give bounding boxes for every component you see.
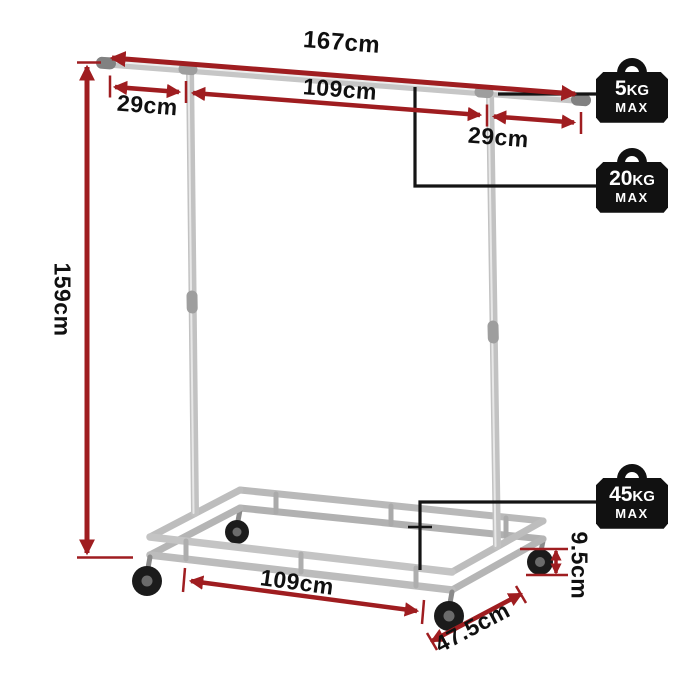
weight-value: 5KG [598, 77, 666, 100]
dim-tick [420, 599, 426, 625]
caster-hub [535, 557, 545, 567]
weight-handle-icon [617, 148, 647, 165]
base-side-right-lower [448, 535, 547, 594]
rail-end-cap-right [571, 93, 591, 107]
rail-collar-right [474, 86, 494, 99]
weight-number: 5 [614, 77, 627, 100]
dimension-lines [77, 51, 583, 651]
weight-unit: KG [626, 82, 650, 99]
weight-badge-body: 45KG MAX [596, 478, 668, 529]
leader-lines [408, 87, 598, 570]
weight-number: 20 [609, 167, 633, 190]
upright-left [186, 63, 199, 517]
dim-line-rail-left-extension [112, 80, 182, 99]
rail-end-cap-left [96, 56, 116, 70]
weight-unit: KG [632, 488, 655, 505]
dim-label-rail-right-extension: 29cm [467, 121, 530, 153]
weight-badge-body: 20KG MAX [596, 162, 668, 213]
upright-left-highlight [187, 66, 195, 514]
dim-line-rail-right-extension [491, 110, 577, 129]
caster-wheel-front-left [132, 554, 162, 596]
weight-max-label: MAX [615, 506, 649, 522]
caster-hub [141, 575, 153, 587]
weight-value: 20KG [598, 167, 666, 190]
weight-handle-icon [617, 58, 647, 75]
weight-unit: KG [632, 172, 655, 189]
rail-collar-left [178, 63, 198, 76]
upright-right-highlight [487, 91, 497, 547]
dim-label-rail-center: 109cm [302, 73, 379, 105]
dim-line-base-depth [430, 592, 523, 643]
dim-label-wheel-height: 9.5cm [566, 531, 593, 600]
caster-hub [443, 610, 455, 622]
weight-number: 45 [609, 483, 633, 506]
dim-label-rail-total: 167cm [302, 26, 382, 59]
weight-handle-icon [617, 464, 647, 481]
base-side-left-lower [146, 504, 244, 559]
weight-badge-20kg: 20KG MAX [596, 148, 668, 213]
upright-right [486, 88, 501, 550]
caster-hub [232, 527, 242, 537]
weight-value: 45KG [598, 483, 666, 506]
leader-line-45kg [418, 500, 598, 570]
dim-tick [181, 567, 187, 593]
weight-badge-5kg: 5KG MAX [596, 58, 668, 123]
weight-max-label: MAX [615, 100, 649, 116]
dim-line-rail-center [190, 86, 483, 122]
weight-badge-45kg: 45KG MAX [596, 464, 668, 529]
dim-label-height: 159cm [49, 262, 76, 337]
dim-line-rail-total [109, 51, 578, 101]
dim-label-rail-left-extension: 29cm [116, 89, 179, 121]
weight-max-label: MAX [615, 190, 649, 206]
weight-badge-body: 5KG MAX [596, 72, 668, 123]
dim-line-base-length [188, 575, 420, 617]
